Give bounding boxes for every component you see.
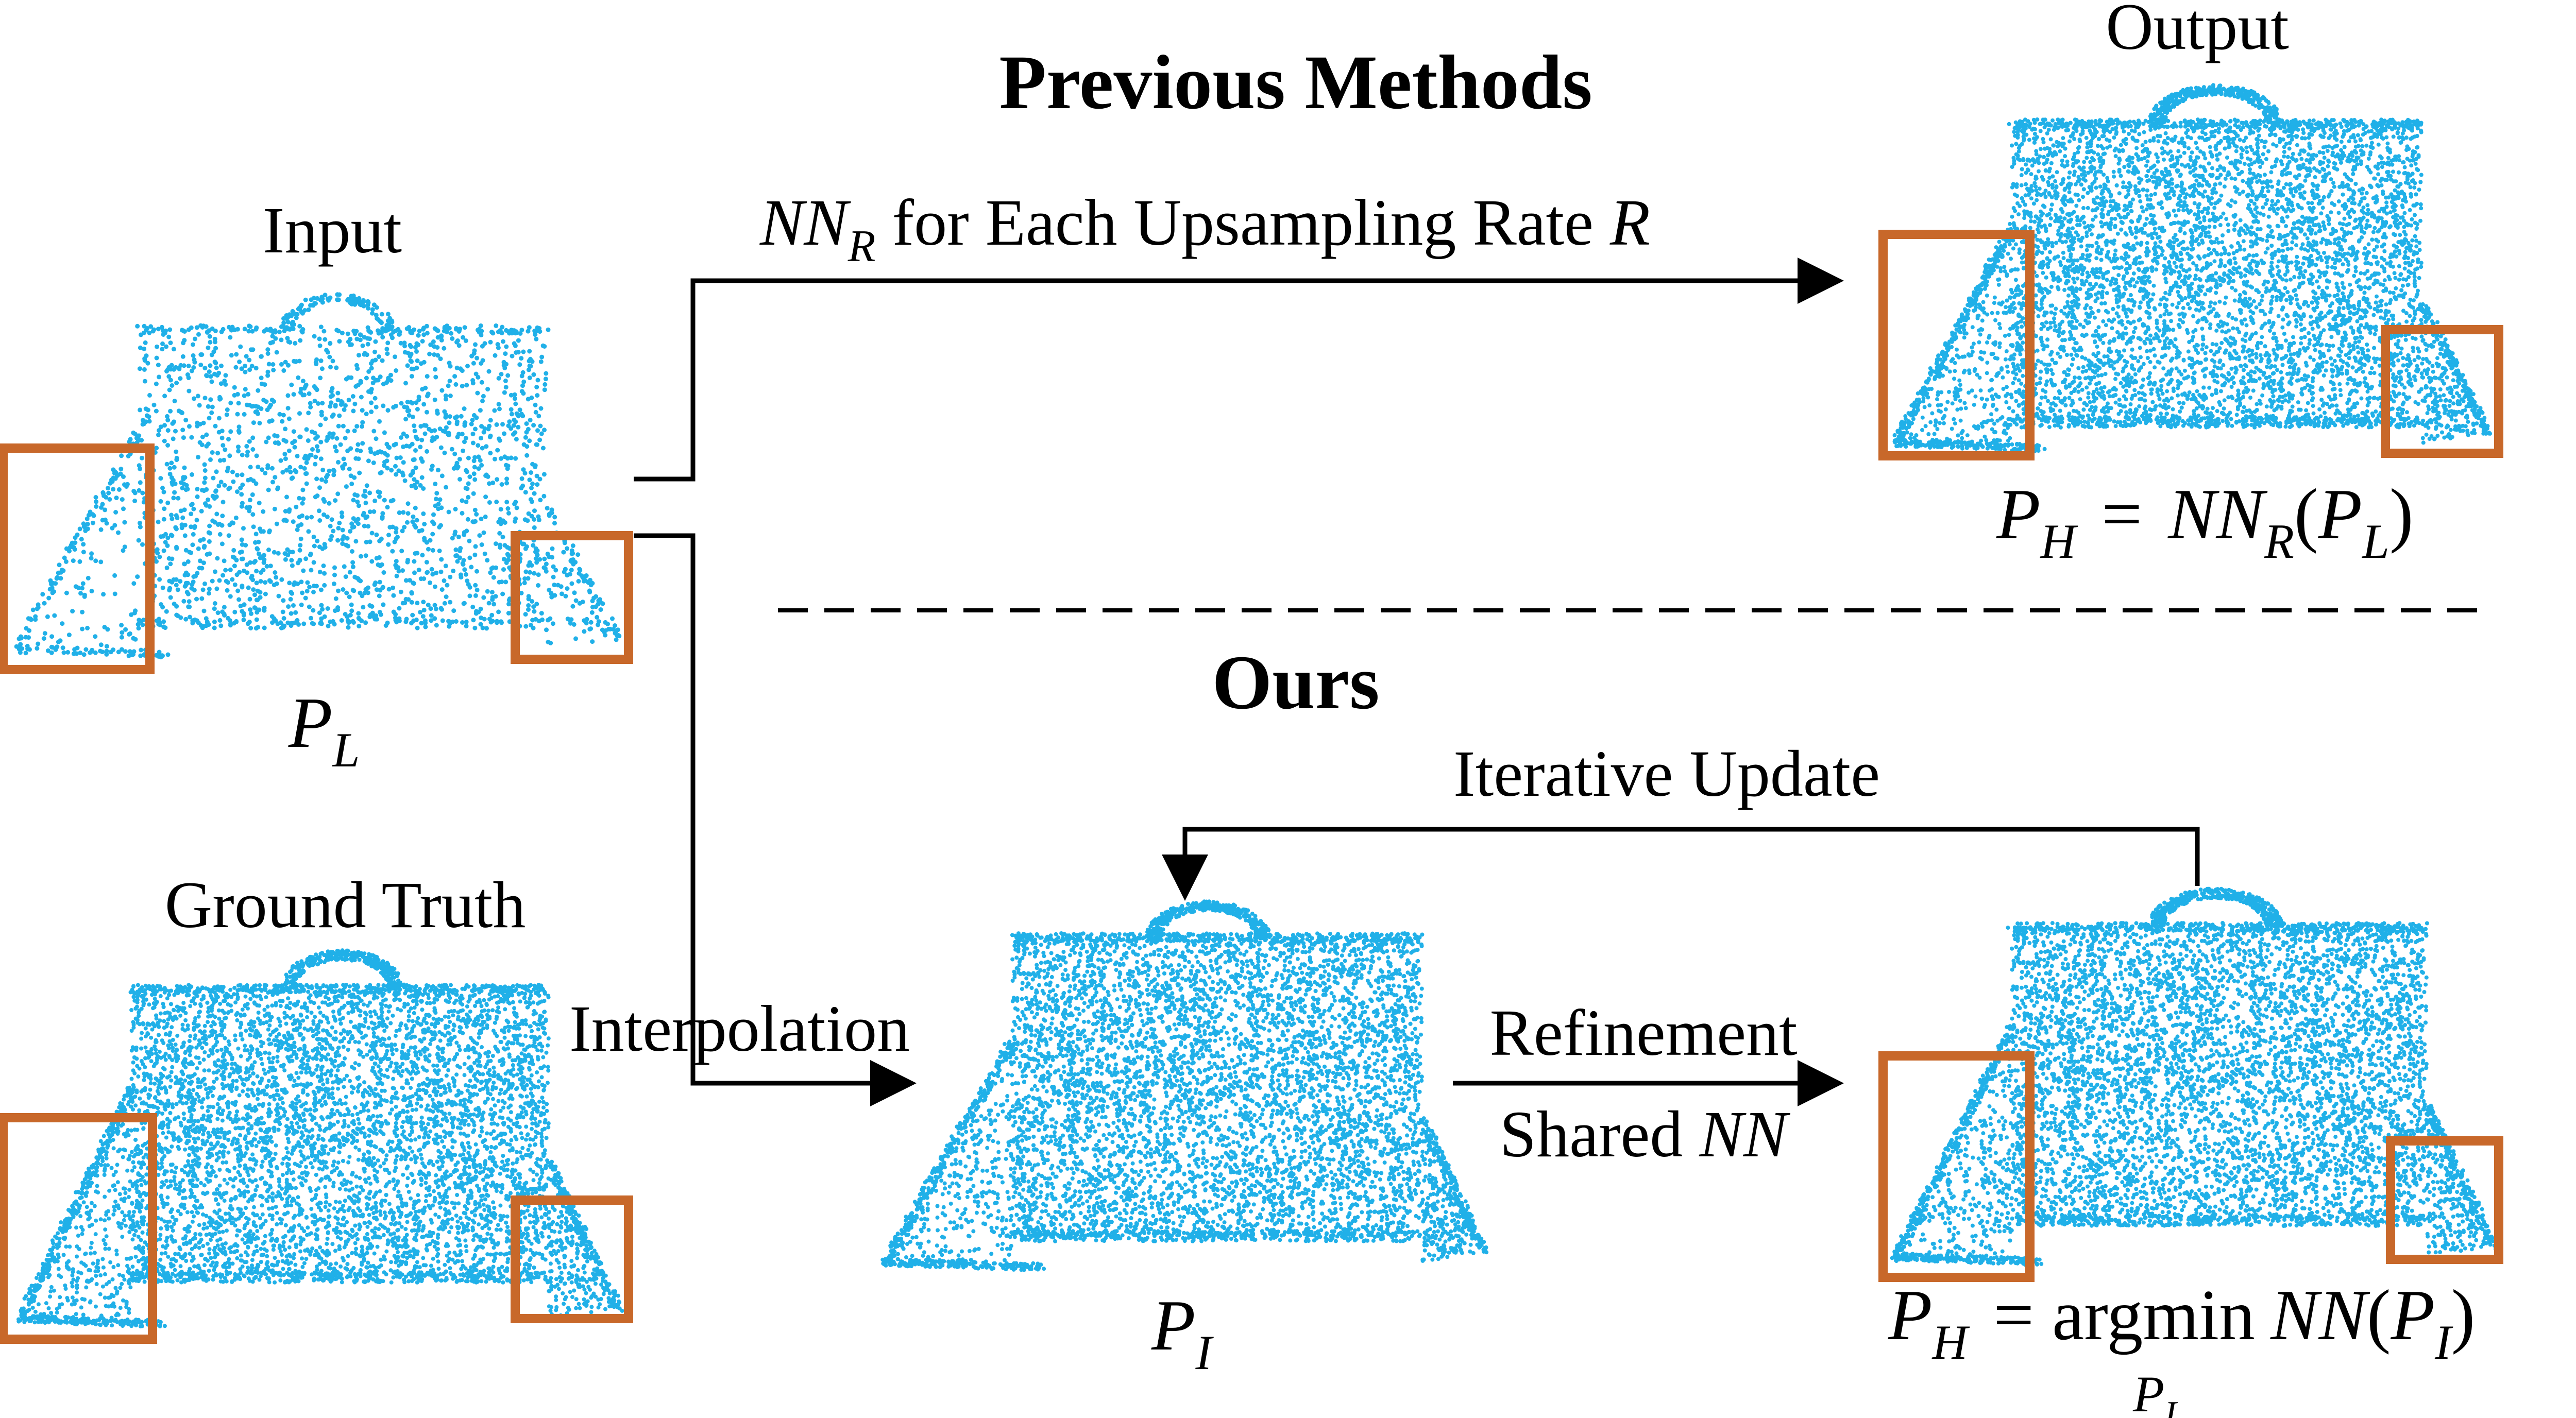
refined-right-highlight-box (2386, 1136, 2503, 1264)
gt-left-highlight-box (0, 1113, 157, 1344)
refined-left-highlight-box (1878, 1051, 2035, 1282)
input-right-highlight-box (511, 531, 633, 664)
output-right-highlight-box (2381, 325, 2503, 458)
iterative-update-arrow (1162, 827, 2200, 901)
previous-methods-arrow (634, 258, 1844, 482)
shared-nn-label: Shared NN (1500, 1098, 1791, 1171)
argmin-subscript: PI (2132, 1365, 2178, 1418)
interpolated-point-cloud (880, 899, 1489, 1272)
input-left-highlight-box (0, 443, 155, 674)
ground-truth-label: Ground Truth (165, 868, 526, 942)
interpolation-arrow (634, 533, 917, 1106)
connectors (634, 258, 2478, 1106)
output-label: Output (2106, 0, 2289, 63)
interpolation-label: Interpolation (569, 992, 910, 1065)
refined-point-cloud (1890, 886, 2498, 1267)
output-left-highlight-box (1878, 230, 2035, 460)
input-label: Input (263, 194, 402, 267)
output-point-cloud (1892, 83, 2493, 453)
nn-per-rate-label: NNR for Each Upsampling Rate R (759, 186, 1650, 271)
previous-methods-heading: Previous Methods (999, 40, 1592, 125)
ground-truth-point-cloud (16, 948, 624, 1328)
output-equation: PH=NNR(PL) (1996, 474, 2414, 569)
input-point-cloud (14, 292, 622, 660)
refinement-label: Refinement (1489, 996, 1797, 1069)
ours-heading: Ours (1212, 640, 1379, 725)
highlight-boxes (0, 230, 2503, 1344)
gt-right-highlight-box (511, 1195, 633, 1323)
p-i-symbol: PI (1151, 1286, 1214, 1380)
iterative-update-label: Iterative Update (1453, 737, 1880, 810)
p-l-symbol: PL (288, 683, 360, 777)
